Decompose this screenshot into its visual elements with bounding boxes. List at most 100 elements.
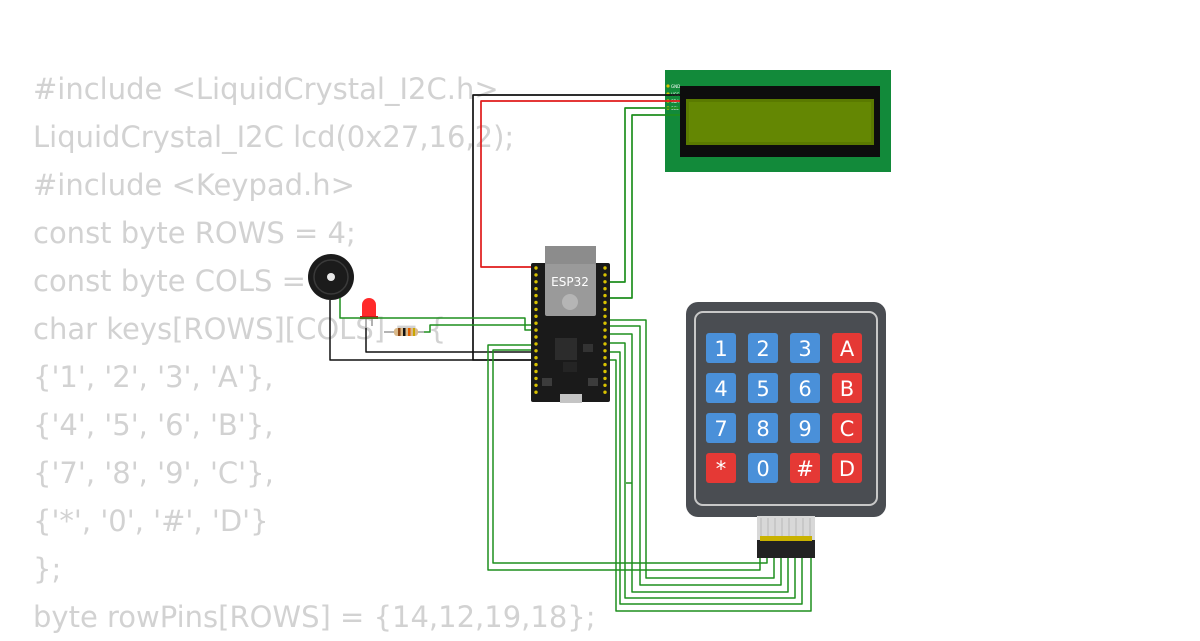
keypad-key-face (790, 453, 820, 483)
esp32-pin[interactable] (603, 362, 607, 367)
esp32-pin[interactable] (603, 314, 607, 318)
wire-keypad-col[interactable] (606, 333, 789, 593)
wire-led-gnd[interactable] (365, 328, 535, 353)
keypad-key-face (832, 453, 862, 483)
esp32-pin[interactable] (603, 266, 607, 270)
wire-keypad-row[interactable] (606, 325, 782, 586)
keypad-key-face (790, 413, 820, 443)
code-line: byte rowPins[ROWS] = {14,12,19,18}; (33, 600, 596, 634)
keypad-key-face (748, 413, 778, 443)
esp32-pin[interactable] (534, 321, 538, 325)
wire-keypad-row[interactable] (606, 319, 775, 579)
esp32-pin[interactable] (534, 328, 538, 332)
red-led[interactable] (360, 298, 378, 328)
wire-keypad-row[interactable] (487, 344, 761, 571)
keypad-key[interactable]: 6 (790, 373, 820, 403)
keypad-key[interactable]: 0 (748, 453, 778, 483)
wire-keypad-col[interactable] (606, 342, 796, 599)
esp32-pin[interactable] (603, 287, 607, 291)
keypad-key[interactable]: A (832, 333, 862, 363)
esp32-pin[interactable] (603, 293, 607, 298)
keypad-key[interactable]: 2 (748, 333, 778, 363)
wire-gnd[interactable] (472, 94, 680, 361)
esp32-boot-button[interactable] (542, 378, 552, 386)
wire-vcc[interactable] (480, 100, 680, 268)
resistor-band (408, 328, 411, 336)
esp32-pin[interactable] (534, 356, 538, 360)
esp32-reset-button[interactable] (588, 378, 598, 386)
esp32-pin[interactable] (603, 328, 607, 332)
wire-buzzer-gnd[interactable] (329, 300, 473, 361)
esp32-pin[interactable] (603, 342, 607, 346)
wire-buzzer-signal[interactable] (339, 298, 535, 331)
esp32-pin[interactable] (534, 307, 538, 312)
esp32-pin[interactable] (603, 376, 607, 381)
keypad-key[interactable]: # (790, 453, 820, 483)
code-line: const byte ROWS = 4; (33, 216, 356, 250)
wire-keypad-row[interactable] (492, 349, 768, 564)
resistor-band (403, 328, 406, 336)
buzzer[interactable] (308, 254, 354, 300)
esp32-pin[interactable] (603, 307, 607, 312)
keypad-key-label: # (796, 457, 814, 481)
esp32-pin[interactable] (534, 390, 538, 394)
code-line: char keys[ROWS][COLS] = { (33, 312, 447, 346)
wire-scl[interactable] (606, 114, 680, 299)
esp32-pin[interactable] (534, 362, 538, 367)
esp32-pin[interactable] (603, 300, 607, 305)
keypad-key[interactable]: 7 (706, 413, 736, 443)
esp32-pin[interactable] (603, 349, 607, 353)
wire-keypad-col[interactable] (606, 359, 812, 612)
keypad-key[interactable]: 1 (706, 333, 736, 363)
keypad-key[interactable]: 5 (748, 373, 778, 403)
esp32-pin[interactable] (534, 369, 538, 374)
esp32-usb-port[interactable] (560, 394, 582, 403)
keypad-key[interactable]: 4 (706, 373, 736, 403)
resistor[interactable] (384, 328, 424, 336)
esp32-pin[interactable] (603, 273, 607, 277)
esp32-pin[interactable] (603, 369, 607, 374)
esp32-pin[interactable] (534, 300, 538, 305)
keypad-key[interactable]: 9 (790, 413, 820, 443)
esp32-pin[interactable] (603, 321, 607, 325)
esp32-pin[interactable] (534, 314, 538, 318)
esp32-pin[interactable] (534, 335, 538, 339)
keypad-key[interactable]: B (832, 373, 862, 403)
keypad-key-label: 0 (756, 457, 769, 481)
lcd-module[interactable]: GND VCC SDA SCL (665, 70, 891, 172)
esp32-pin[interactable] (534, 287, 538, 291)
wire-led-resistor[interactable] (424, 324, 535, 333)
esp32-pin[interactable] (534, 342, 538, 346)
esp32-pin[interactable] (534, 273, 538, 277)
esp32-pin[interactable] (603, 356, 607, 360)
code-line: #include <LiquidCrystal_I2C.h> (33, 72, 499, 106)
keypad-connector (757, 540, 815, 558)
keypad-key-face (706, 373, 736, 403)
keypad-key[interactable]: * (706, 453, 736, 483)
keypad-key-label: * (716, 457, 727, 481)
keypad-key[interactable]: D (832, 453, 862, 483)
esp32-pin[interactable] (534, 280, 538, 284)
esp32-pin[interactable] (603, 335, 607, 339)
esp32-pin[interactable] (603, 280, 607, 284)
esp32-pin[interactable] (534, 293, 538, 298)
lcd-pin-label: GND (671, 84, 680, 89)
wire-sda[interactable] (606, 107, 680, 283)
keypad-key[interactable]: 8 (748, 413, 778, 443)
keypad-key[interactable]: C (832, 413, 862, 443)
wire-keypad-col[interactable] (606, 351, 803, 605)
esp32-board[interactable]: ESP32 (531, 246, 610, 403)
esp32-pin[interactable] (534, 383, 538, 387)
esp32-pin[interactable] (534, 266, 538, 270)
keypad-key-label: D (839, 457, 855, 481)
buzzer-ring (313, 259, 349, 295)
keypad-key[interactable]: 3 (790, 333, 820, 363)
esp32-pin[interactable] (603, 390, 607, 394)
keypad-key-label: 1 (714, 337, 727, 361)
keypad-key-label: 8 (756, 417, 769, 441)
esp32-pin[interactable] (534, 349, 538, 353)
esp32-pin[interactable] (603, 383, 607, 387)
esp32-pin[interactable] (534, 376, 538, 381)
